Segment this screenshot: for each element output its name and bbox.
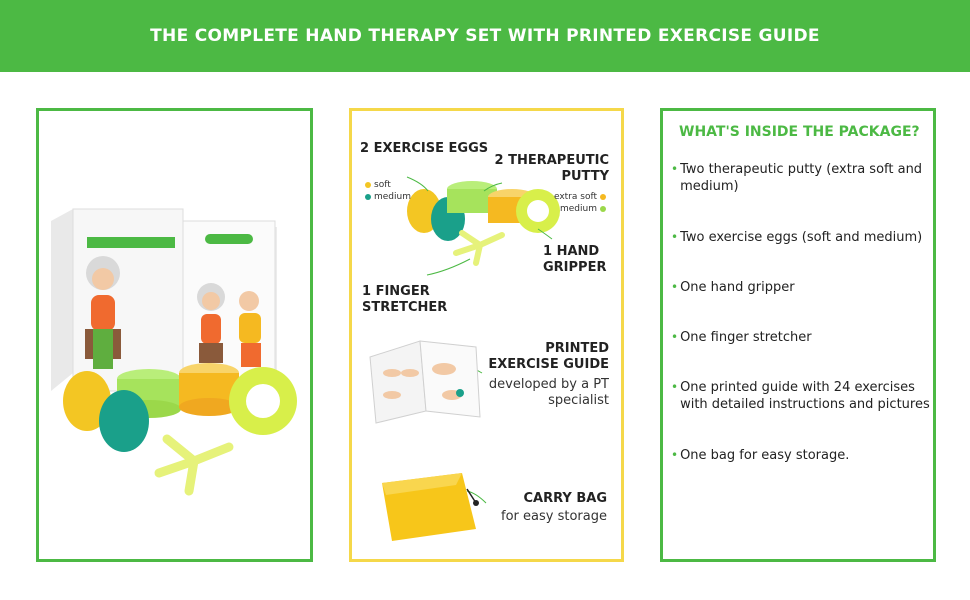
gripper-label: 1 HAND GRIPPER bbox=[543, 244, 607, 275]
bullet-icon: • bbox=[671, 280, 679, 294]
header-banner: THE COMPLETE HAND THERAPY SET WITH PRINT… bbox=[0, 0, 970, 72]
bag-label: CARRY BAG bbox=[523, 491, 608, 506]
package-item: •One printed guide with 24 exercises wit… bbox=[671, 380, 930, 412]
package-item: •One hand gripper bbox=[671, 280, 795, 295]
putty-medium-dot bbox=[600, 205, 606, 212]
guide-label: PRINTED EXERCISE GUIDE bbox=[488, 341, 609, 372]
package-item: •Two therapeutic putty (extra soft and m… bbox=[671, 162, 923, 194]
bullet-icon: • bbox=[671, 162, 679, 176]
stretcher-label: 1 FINGER STRETCHER bbox=[362, 284, 448, 315]
bullet-icon: • bbox=[671, 230, 679, 244]
eggs-legend: soft medium bbox=[362, 179, 411, 203]
kit-contents-panel: 2 EXERCISE EGGS soft medium 2 THERAPEUTI… bbox=[349, 108, 624, 562]
soft-dot bbox=[365, 181, 371, 188]
eggs-label: 2 EXERCISE EGGS bbox=[360, 141, 489, 156]
putty-legend-medium: medium bbox=[560, 204, 597, 214]
kit-illustration bbox=[369, 176, 560, 541]
guide-sublabel: developed by a PT specialist bbox=[488, 377, 609, 408]
putty-legend-extra-soft: extra soft bbox=[553, 192, 597, 202]
package-item: •One bag for easy storage. bbox=[671, 448, 850, 463]
bullet-icon: • bbox=[671, 330, 679, 344]
package-contents-panel: WHAT'S INSIDE THE PACKAGE? •Two therapeu… bbox=[660, 108, 936, 562]
eggs-legend-medium: medium bbox=[374, 192, 411, 202]
package-title: WHAT'S INSIDE THE PACKAGE? bbox=[679, 124, 920, 140]
medium-dot bbox=[365, 193, 371, 200]
product-image-panel bbox=[36, 108, 313, 562]
eggs-legend-soft: soft bbox=[374, 180, 391, 190]
product-illustration bbox=[51, 208, 297, 496]
bullet-icon: • bbox=[671, 448, 679, 462]
putty-legend: extra soft medium bbox=[554, 191, 609, 215]
bag-sublabel: for easy storage bbox=[501, 509, 607, 524]
package-item: •Two exercise eggs (soft and medium) bbox=[671, 230, 923, 245]
extra-soft-dot bbox=[600, 193, 606, 200]
bullet-icon: • bbox=[671, 380, 679, 394]
putty-label: 2 THERAPEUTIC PUTTY bbox=[494, 153, 609, 184]
banner-title: THE COMPLETE HAND THERAPY SET WITH PRINT… bbox=[150, 26, 820, 46]
package-item: •One finger stretcher bbox=[671, 330, 812, 345]
